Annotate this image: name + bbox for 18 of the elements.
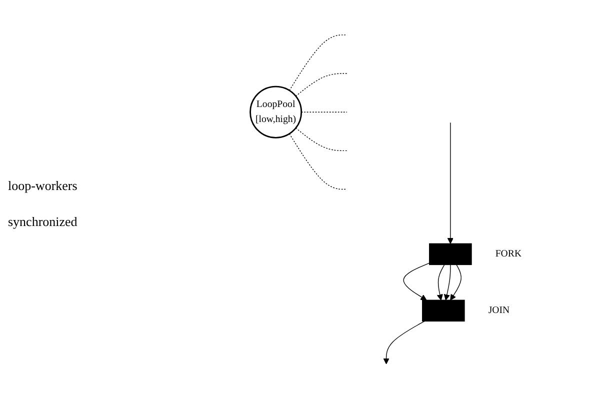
note-text: loop-workers xyxy=(8,178,78,194)
arrow xyxy=(383,320,426,364)
node-circle: LoopPool [low,high) xyxy=(250,85,302,138)
arrow xyxy=(448,122,454,244)
note-text: synchronized xyxy=(8,214,78,230)
arrow xyxy=(437,264,445,300)
node-label: FORK xyxy=(495,248,522,259)
arrow xyxy=(450,264,462,300)
node-bar xyxy=(422,299,465,322)
connector xyxy=(296,72,348,96)
node-label: JOIN xyxy=(488,304,510,316)
connector xyxy=(296,127,348,151)
node-bar xyxy=(429,242,472,265)
arrow xyxy=(444,264,451,300)
connector xyxy=(289,34,348,90)
connector xyxy=(301,111,348,112)
connector xyxy=(289,132,348,190)
arrow xyxy=(403,262,430,300)
